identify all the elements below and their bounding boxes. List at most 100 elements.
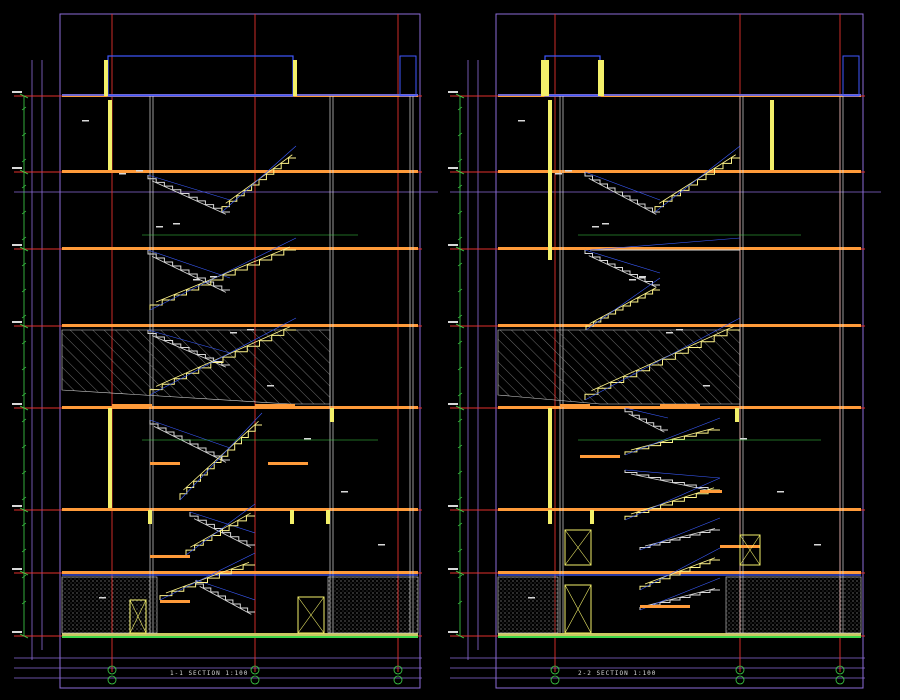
stair-flight-soffit (151, 256, 227, 293)
dimension-tick (21, 262, 27, 267)
axis-bubble (835, 675, 845, 685)
annotation-text (639, 276, 646, 278)
dimension-tick (21, 158, 27, 163)
annotation-text (230, 332, 237, 334)
dimension-tick (19, 405, 29, 411)
annotation-text (565, 170, 572, 172)
column (290, 510, 294, 524)
roof-parapet (399, 55, 417, 97)
annotation-text (119, 173, 126, 175)
level-marker (12, 91, 22, 93)
stair-flight-soffit (630, 427, 715, 451)
column (735, 408, 739, 422)
handrail (624, 477, 721, 521)
dimension-tick (455, 93, 465, 99)
handrail (147, 329, 231, 354)
handrail (624, 407, 669, 419)
annotation-text (99, 597, 106, 599)
dimension-tick (21, 392, 27, 397)
dimension-tick (19, 169, 29, 175)
dimension-tick (21, 418, 27, 423)
dimension-tick (457, 548, 463, 553)
level-marker (12, 403, 22, 405)
outer-frame (495, 13, 864, 689)
stair-flight (624, 408, 668, 431)
axis-bubble (735, 675, 745, 685)
dimension-tick (457, 340, 463, 345)
dimension-tick (457, 158, 463, 163)
stair-flight-soffit (151, 180, 227, 215)
handrail (584, 317, 741, 401)
floor-slab (62, 324, 418, 327)
column (548, 510, 552, 524)
dimension-tick (457, 444, 463, 449)
annotation-text (82, 120, 89, 122)
floor-slab (498, 406, 861, 409)
axis-bubble (835, 665, 845, 675)
cut-hatch-zone (497, 329, 741, 405)
stair-flight (584, 172, 660, 213)
handrail (584, 249, 661, 274)
axis-bubble (735, 665, 745, 675)
door-swing (564, 584, 592, 634)
outer-frame (59, 13, 421, 689)
column (326, 510, 330, 524)
stair-flight (189, 512, 255, 546)
stair-flight-soffit (165, 561, 250, 594)
dimension-tick (19, 570, 29, 576)
stair-flight (195, 580, 255, 613)
stair-flight (585, 289, 660, 330)
annotation-text (528, 597, 535, 599)
stair-landing (160, 600, 190, 603)
handrail (624, 417, 721, 456)
level-marker (12, 631, 22, 633)
ground-line (498, 636, 861, 638)
axis-bubble (107, 665, 117, 675)
roof-parapet-wall (104, 60, 108, 96)
cut-hatch-zone (61, 329, 331, 405)
dimension-tick (21, 366, 27, 371)
stair-flight (584, 250, 660, 286)
handrail (639, 577, 721, 611)
stair-flight (185, 515, 255, 555)
column (548, 100, 552, 260)
dimension-tick (19, 246, 29, 252)
dimension-tick (21, 132, 27, 137)
handrail (654, 145, 741, 213)
stair-flight (221, 157, 296, 212)
stair-flight-soffit (644, 588, 716, 607)
dimension-tick (457, 470, 463, 475)
roof-parapet-wall (541, 60, 545, 96)
column (108, 408, 112, 508)
stair-flight-soffit (630, 473, 715, 492)
handrail (147, 249, 231, 279)
level-marker (12, 244, 22, 246)
column (108, 100, 112, 170)
annotation-text (173, 223, 180, 225)
level-marker (448, 568, 458, 570)
handrail (179, 412, 263, 501)
stair-flight-soffit (588, 178, 657, 215)
stair-flight-soffit (155, 246, 291, 303)
level-marker (12, 568, 22, 570)
stair-flight (624, 429, 720, 455)
dimension-tick (457, 418, 463, 423)
level-marker (12, 167, 22, 169)
level-marker (448, 505, 458, 507)
stair-landing (560, 404, 590, 407)
door-swing (297, 596, 325, 634)
handrail (195, 579, 256, 601)
dimension-tick (455, 169, 465, 175)
stair-flight (159, 564, 255, 600)
axis-bubble (550, 665, 560, 675)
annotation-text (378, 544, 385, 546)
door (739, 534, 761, 566)
ground-wall-left (61, 576, 158, 634)
stair-flight (149, 249, 296, 310)
ground-slab (62, 633, 418, 637)
stair-landing (255, 404, 295, 407)
roof-parapet (842, 55, 860, 97)
dimension-tick (455, 405, 465, 411)
dimension-tick (457, 236, 463, 241)
door-swing (129, 599, 147, 634)
